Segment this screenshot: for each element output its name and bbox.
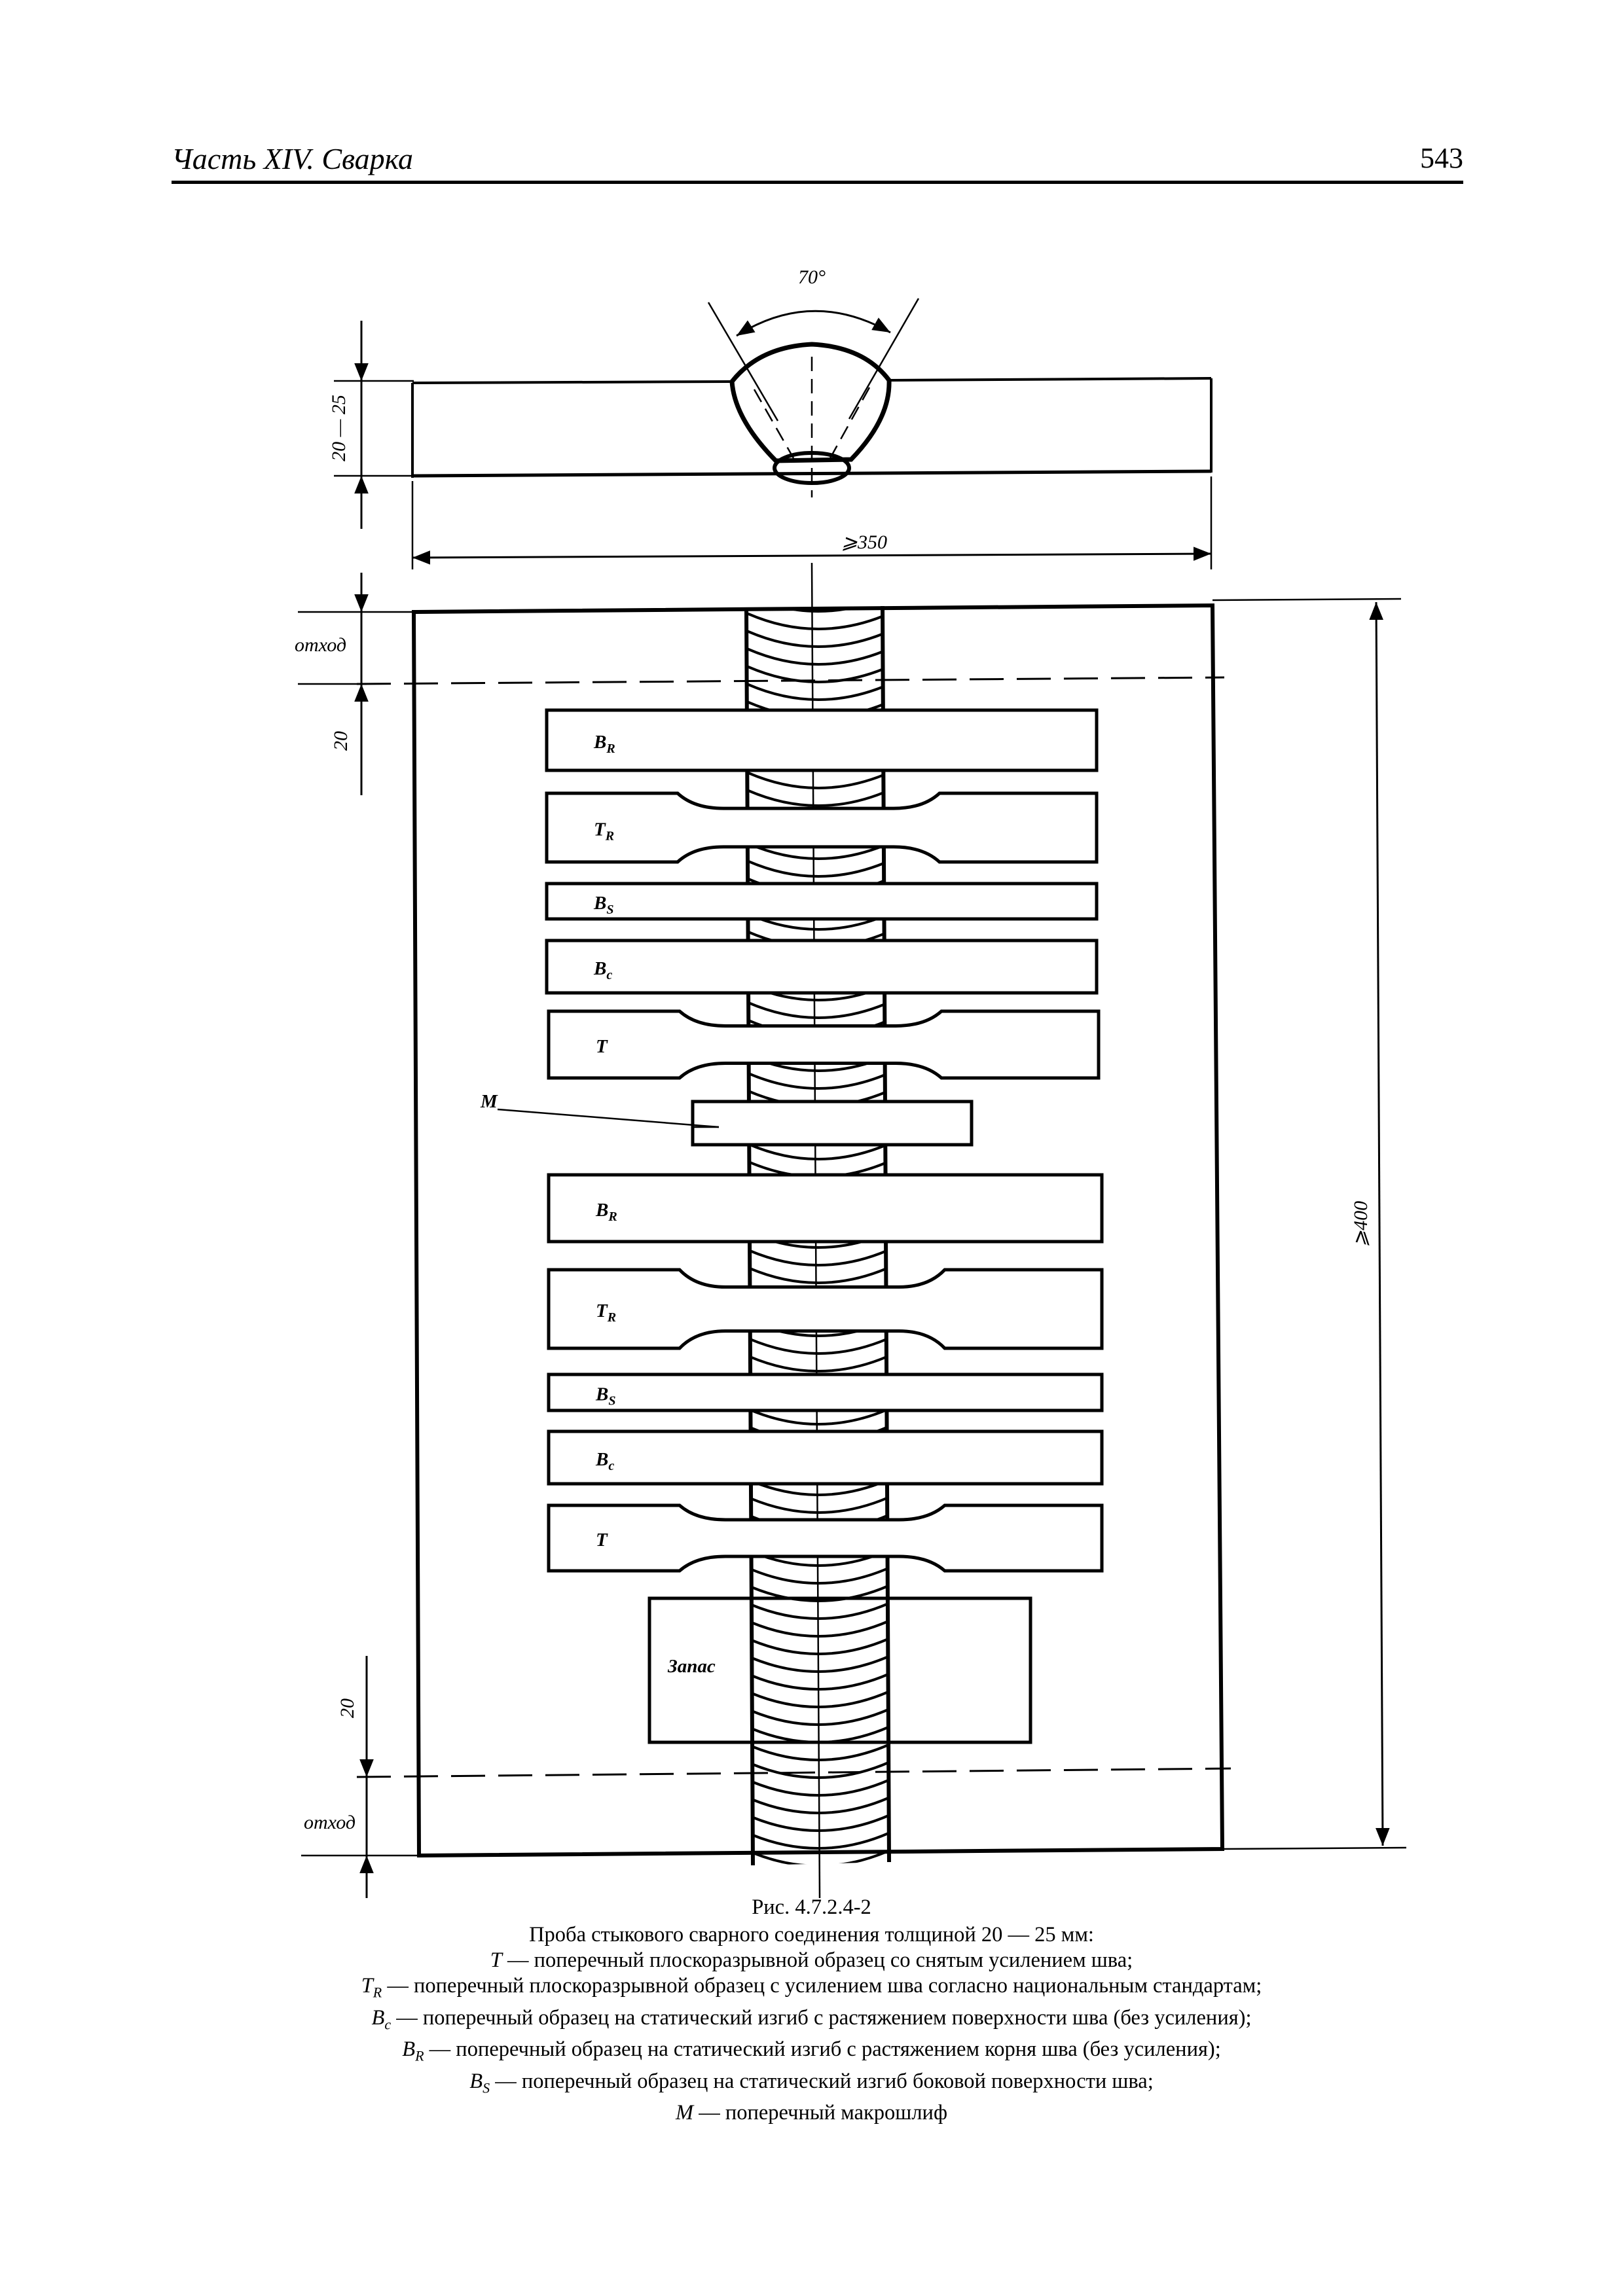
specimen-outline — [545, 791, 1099, 864]
specimen-bs: BS — [545, 882, 1099, 921]
specimen-t: T — [547, 1503, 1104, 1573]
figure-caption: Рис. 4.7.2.4-2 Проба стыкового сварного … — [0, 1895, 1623, 2126]
length-dimension: ⩾400 — [1212, 598, 1407, 1850]
margin-top: 20 — [330, 731, 352, 751]
legend-item: M — поперечный макрошлиф — [676, 2101, 947, 2125]
specimen-outline — [547, 1429, 1104, 1486]
specimen-outline — [547, 1372, 1104, 1412]
specimen-bs: BS — [547, 1372, 1104, 1412]
macro-specimen: M — [480, 1091, 974, 1147]
specimen-outline — [547, 1268, 1104, 1350]
angle-dim: 70° — [798, 266, 826, 288]
specimen-label: TR — [596, 1300, 616, 1325]
width-dim: ⩾350 — [841, 531, 887, 553]
header-title: Часть XIV. Сварка — [172, 142, 414, 175]
reserve-label: Запас — [667, 1656, 716, 1677]
specimen-bc: Bc — [547, 1429, 1104, 1486]
specimen-label: T — [596, 1036, 608, 1057]
waste-label-top: отход — [295, 634, 346, 656]
specimen-tr: TR — [545, 791, 1099, 864]
specimen-tr: TR — [547, 1268, 1104, 1350]
macro-label: M — [480, 1091, 498, 1112]
specimen-t: T — [547, 1009, 1101, 1080]
legend-item: BS — поперечный образец на статический и… — [469, 2069, 1154, 2096]
specimen-label: BR — [595, 1200, 617, 1224]
legend-item: TR — поперечный плоскоразрывной образец … — [361, 1974, 1262, 2001]
specimen-outline — [547, 1009, 1101, 1080]
specimen-bc: Bc — [545, 939, 1099, 995]
specimen-outline — [547, 1173, 1104, 1244]
figure-title: Проба стыкового сварного соединения толщ… — [529, 1923, 1094, 1946]
page-header: Часть XIV. Сварка 543 — [172, 131, 1463, 184]
specimen-br: BR — [545, 708, 1099, 772]
specimen-br: BR — [547, 1173, 1104, 1244]
legend-item: Bc — поперечный образец на статический и… — [371, 2005, 1252, 2033]
legend-item: BR — поперечный образец на статический и… — [402, 2037, 1221, 2064]
legend-list: T — поперечный плоскоразрывной образец с… — [0, 1948, 1623, 2126]
specimen-label: BR — [593, 732, 615, 756]
left-dimensions: отход 20 20 отход — [295, 573, 419, 1898]
specimen-outline — [547, 1503, 1104, 1573]
specimen-outline — [545, 708, 1099, 772]
specimen-outline — [545, 882, 1099, 921]
margin-bottom: 20 — [337, 1698, 358, 1718]
length-dim: ⩾400 — [1350, 1201, 1372, 1247]
thickness-dim: 20 — 25 — [328, 395, 350, 461]
reserve-block: Запас — [647, 1596, 1032, 1744]
cross-section: 70° 20 — 25 ⩾350 — [328, 266, 1213, 569]
figure-number: Рис. 4.7.2.4-2 — [752, 1895, 871, 1919]
specimen-label: T — [596, 1530, 608, 1551]
specimen-label: TR — [594, 819, 614, 844]
waste-label-bottom: отход — [304, 1812, 356, 1833]
legend-item: T — поперечный плоскоразрывной образец с… — [490, 1948, 1133, 1972]
specimen-outline — [545, 939, 1099, 995]
specimen-label: BS — [595, 1384, 615, 1408]
page-number: 543 — [1420, 142, 1463, 174]
